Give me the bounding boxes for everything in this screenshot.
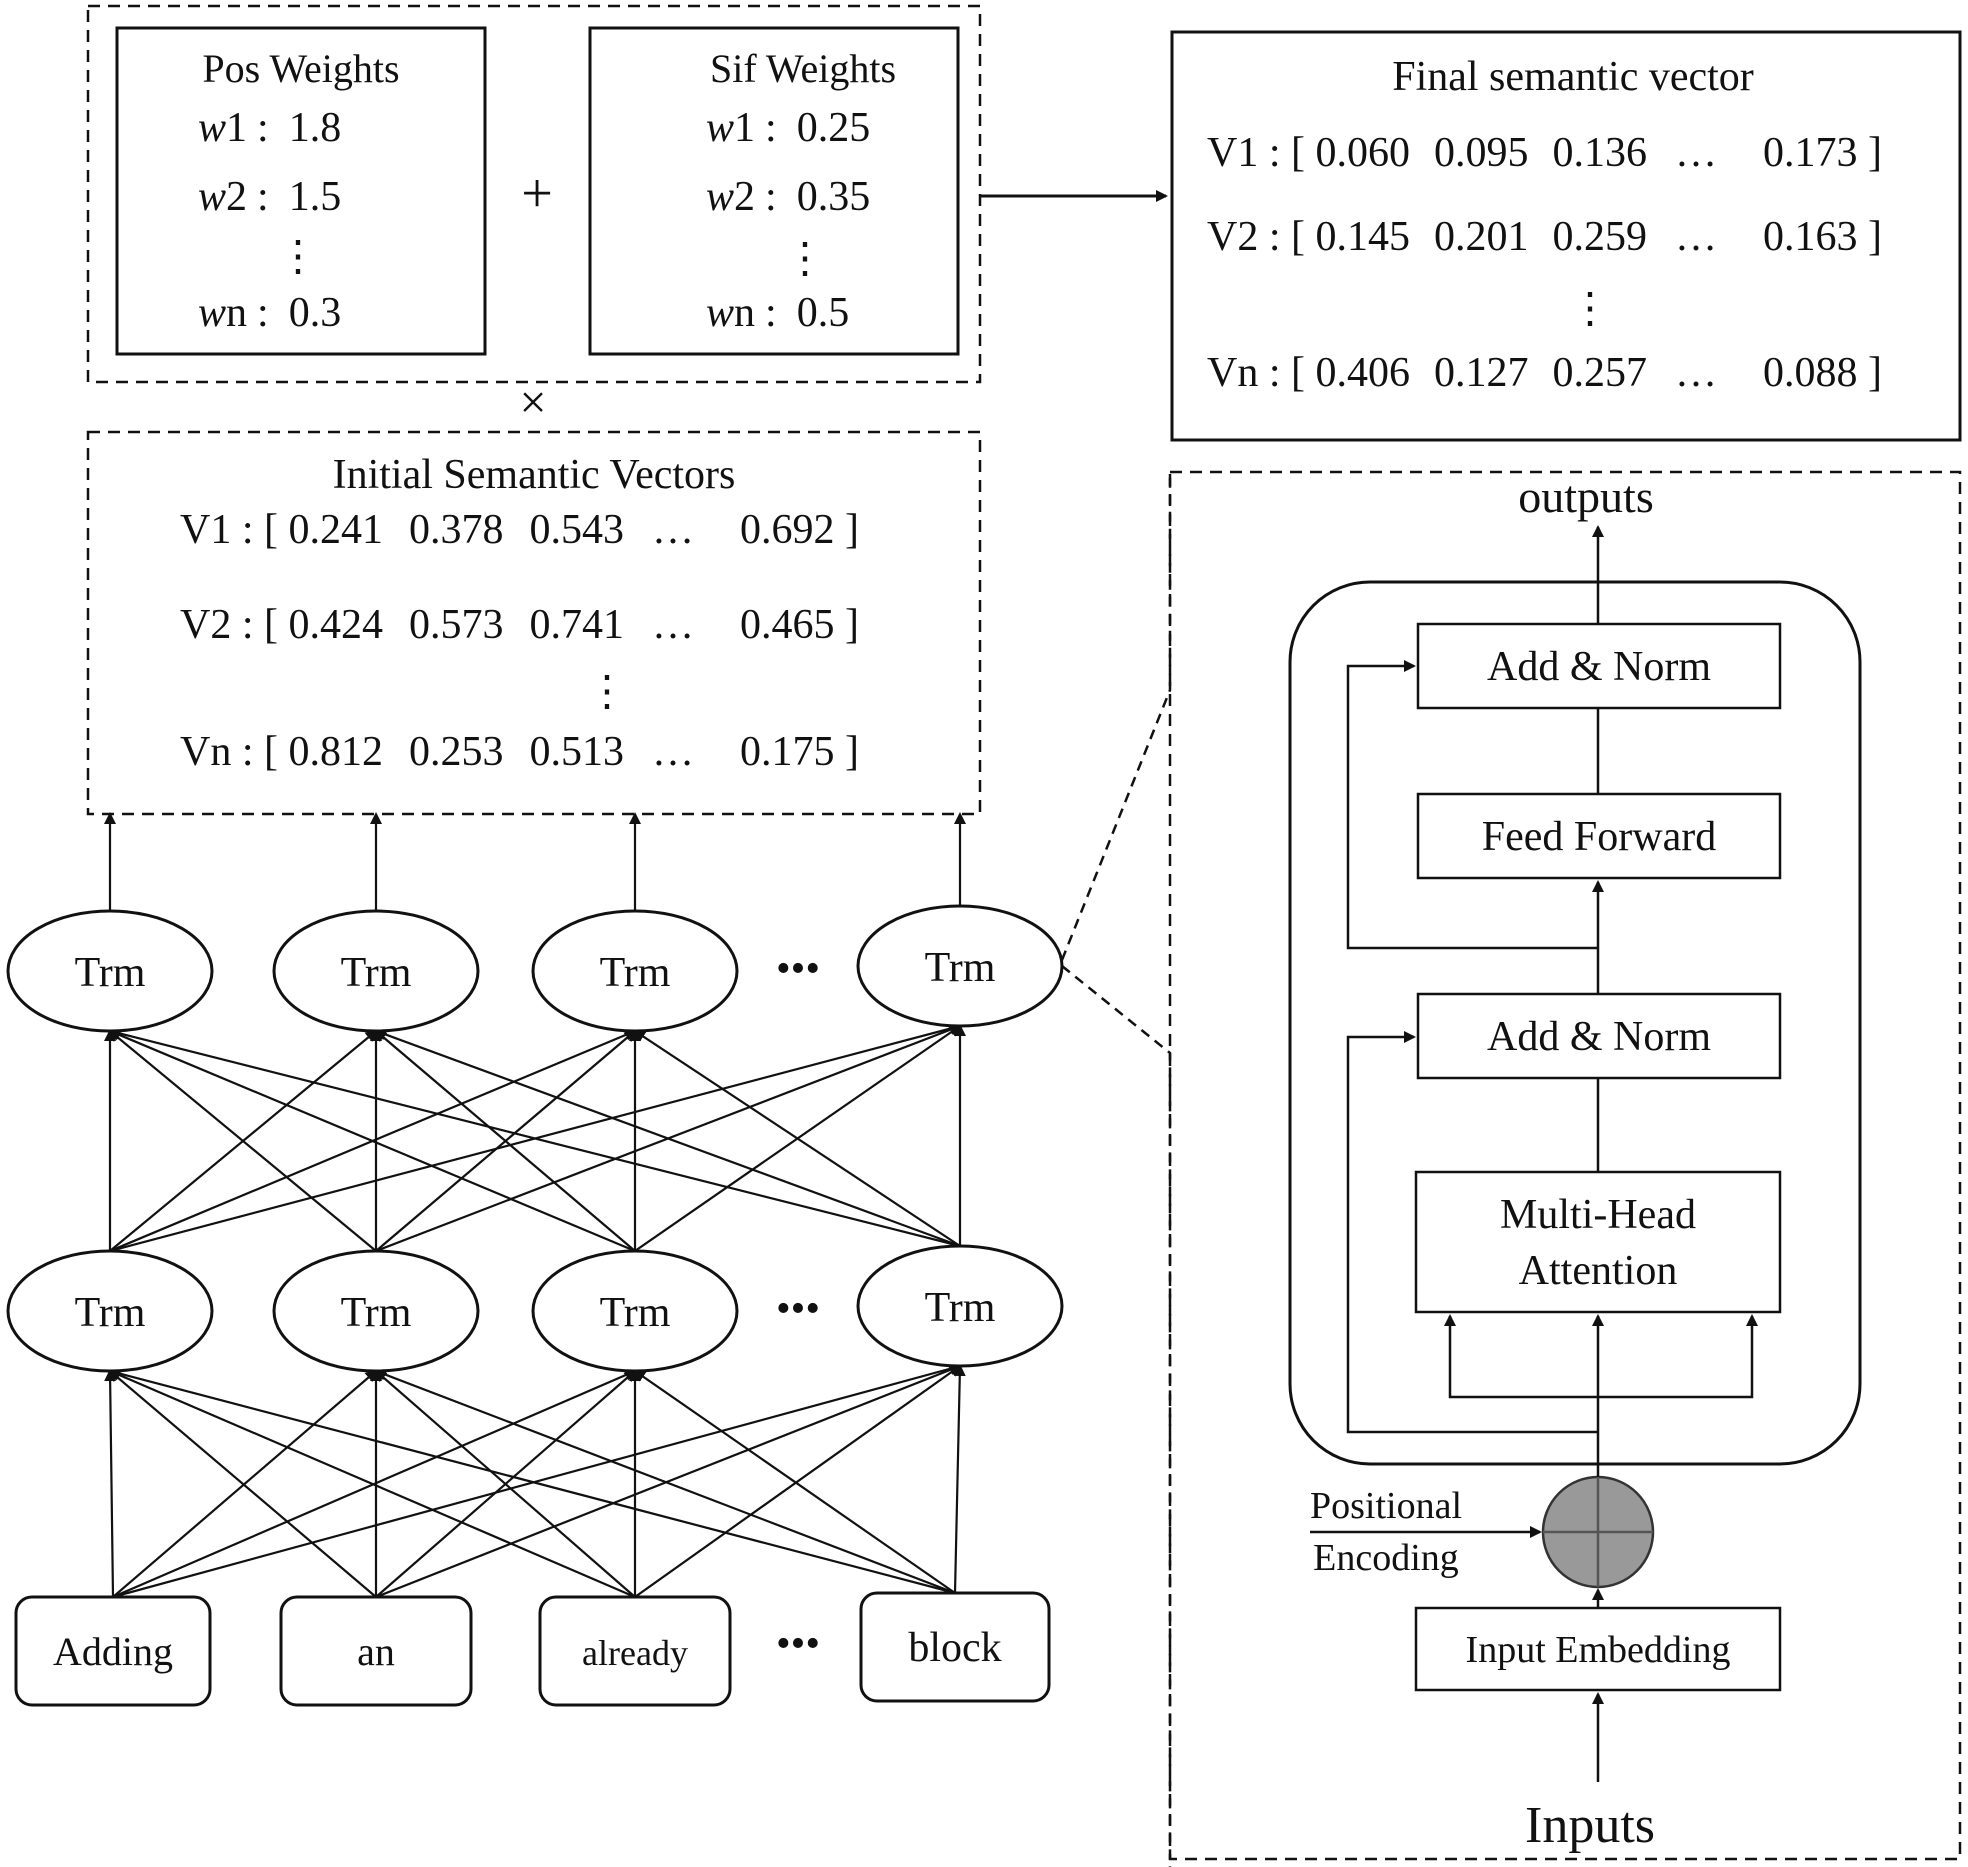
token-box [279,1595,473,1707]
trm-node [856,1244,1064,1368]
trm-node [531,909,739,1033]
token-layer: Adding an already block ••• [14,1591,1051,1707]
token-to-trm-edge [108,1369,636,1599]
trm-node [272,1249,480,1373]
token-box [859,1591,1051,1703]
trm-node [531,1249,739,1373]
feed-forward-box [1416,792,1782,880]
times-operator: × [519,376,546,429]
trm-node [6,1249,214,1373]
pos-weight-row-n: wn:0.3 [198,290,341,336]
add-norm-top-box [1416,622,1782,710]
token-box [538,1595,732,1707]
positional-encoding-line2: Encoding [1313,1537,1459,1579]
inputs-label: Inputs [1525,1797,1655,1854]
trm-node [272,909,480,1033]
sif-weights-title: Sif Weights [710,46,896,91]
pos-weights-vdots: ⋮ [277,234,319,280]
mha-label-line1: Multi-Head [1500,1192,1696,1238]
bert-connections [104,812,966,1599]
trm-label: Trm [75,1290,146,1336]
trm-label: Trm [925,945,996,991]
token-label: block [908,1625,1001,1671]
horizontal-dots: ••• [776,1621,820,1667]
transformer-dashed-frame [1168,470,1962,1861]
lower-trm-layer: Trm Trm Trm Trm ••• [6,1244,1064,1373]
trm-to-trm-edge [374,1029,636,1252]
token-label: an [357,1629,395,1674]
trm-node [6,909,214,1033]
initial-vectors-vdots: ⋮ [586,669,628,715]
trm-to-trm-edge [108,1029,636,1253]
token-to-trm-edge [104,1369,117,1598]
horizontal-dots: ••• [776,1286,820,1332]
add-norm-bottom-box [1416,992,1782,1080]
plus-operator: + [521,163,553,225]
residual-top-arrow [1346,660,1598,950]
to-mha-right-arrow [1598,1314,1758,1399]
trm-label: Trm [341,1290,412,1336]
trm-to-trm-edge [108,1027,961,1248]
input-embedding-label: Input Embedding [1466,1629,1731,1671]
trm-to-trm-edge [633,1029,961,1247]
token-to-trm-edge [375,1364,962,1599]
add-norm-top-label: Add & Norm [1487,644,1711,690]
final-vector-vdots: ⋮ [1569,286,1611,332]
token-label: Adding [53,1629,173,1674]
trm-to-trm-edge [108,1029,377,1252]
pos-weights-box: Pos Weights w1:1.8 w2:1.5 ⋮ wn:0.3 [115,26,487,356]
token-to-trm-edge [953,1364,966,1594]
sif-weights-box: Sif Weights w1:0.25 w2:0.35 ⋮ wn:0.5 [588,26,960,356]
initial-vectors-title: Initial Semantic Vectors [333,452,736,498]
sif-weight-row-2: w2:0.35 [706,174,870,220]
final-vector-title: Final semantic vector [1392,54,1754,100]
pos-weight-row-2: w2:1.5 [198,174,341,220]
zoom-connector-upper [1060,472,1172,961]
sif-weight-row-n: wn:0.5 [706,290,849,336]
feed-forward-label: Feed Forward [1482,814,1716,860]
sif-weights-vdots: ⋮ [784,236,826,282]
token-to-trm-edge [634,1364,962,1598]
encoder-block [1288,580,1862,1466]
weights-group: Pos Weights w1:1.8 w2:1.5 ⋮ wn:0.3 + Sif… [86,4,982,384]
trm-label: Trm [925,1285,996,1331]
outputs-label: outputs [1518,471,1653,522]
upper-trm-layer: Trm Trm Trm Trm ••• [6,904,1064,1033]
residual-bottom-arrow [1346,1031,1598,1434]
multi-head-attention-box [1414,1170,1782,1314]
trm-label: Trm [600,950,671,996]
pos-weight-row-1: w1:1.8 [198,105,341,151]
horizontal-dots: ••• [776,946,820,992]
transformer-detail: outputs Add & Norm Feed Forward Add & No… [1168,470,1962,1861]
zoom-connector-lower [1061,965,1172,1867]
token-to-trm-edge [108,1369,377,1598]
to-mha-left-arrow [1444,1314,1598,1399]
sif-weight-row-1: w1:0.25 [706,105,870,151]
token-to-trm-edge [374,1368,956,1595]
add-norm-bottom-label: Add & Norm [1487,1014,1711,1060]
token-to-trm-edge [374,1369,636,1598]
weights-dashed-frame [86,4,982,384]
pos-weights-title: Pos Weights [202,46,399,91]
trm-to-trm-edge [374,1028,961,1248]
token-box [14,1595,212,1707]
trm-label: Trm [341,950,412,996]
trm-label: Trm [600,1290,671,1336]
positional-encoding-line1: Positional [1310,1485,1462,1527]
token-to-trm-edge [112,1362,962,1599]
mha-label-line2: Attention [1519,1248,1678,1294]
trm-label: Trm [75,950,146,996]
token-to-trm-edge [633,1369,956,1594]
token-to-trm-edge [108,1367,956,1595]
token-label: already [582,1633,688,1673]
